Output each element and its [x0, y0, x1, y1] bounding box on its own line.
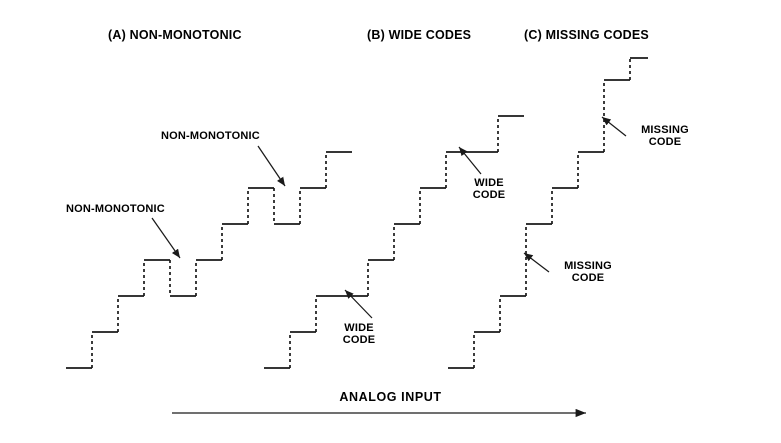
panel-c-title: (C) MISSING CODES: [524, 28, 649, 42]
annotation-wide-code-1-line2: CODE: [342, 334, 376, 346]
annotation-wide-code-2: WIDE CODE: [460, 177, 518, 201]
annotation-missing-code-2-line1: MISSING: [641, 124, 689, 136]
panel-b-title: (B) WIDE CODES: [367, 28, 472, 42]
annotation-wide-code-2-line2: CODE: [472, 189, 506, 201]
annotation-wide-code-2-line1: WIDE: [474, 177, 504, 189]
annotation-arrow-A-0: [151, 217, 181, 259]
annotation-missing-code-1: MISSING CODE: [551, 260, 625, 284]
annotation-missing-code-2-line2: CODE: [648, 136, 682, 148]
annotation-non-monotonic-2: NON-MONOTONIC: [161, 130, 260, 142]
annotation-missing-code-1-line1: MISSING: [564, 260, 612, 272]
annotation-arrow-A-1: [257, 145, 286, 187]
annotation-arrows: [151, 116, 627, 319]
annotation-arrow-B-1: [458, 146, 482, 175]
annotation-arrow-C-1: [601, 116, 627, 137]
annotation-arrow-C-0: [523, 252, 550, 273]
annotation-wide-code-1: WIDE CODE: [330, 322, 388, 346]
axis-label-analog-input: ANALOG INPUT: [339, 390, 442, 404]
annotation-non-monotonic-1: NON-MONOTONIC: [66, 203, 165, 215]
staircase-curves: [66, 57, 648, 369]
annotation-missing-code-1-line2: CODE: [571, 272, 605, 284]
annotation-missing-code-2: MISSING CODE: [628, 124, 702, 148]
annotation-wide-code-1-line1: WIDE: [344, 322, 374, 334]
annotation-arrow-B-0: [344, 289, 373, 319]
panel-a-title: (A) NON-MONOTONIC: [108, 28, 242, 42]
